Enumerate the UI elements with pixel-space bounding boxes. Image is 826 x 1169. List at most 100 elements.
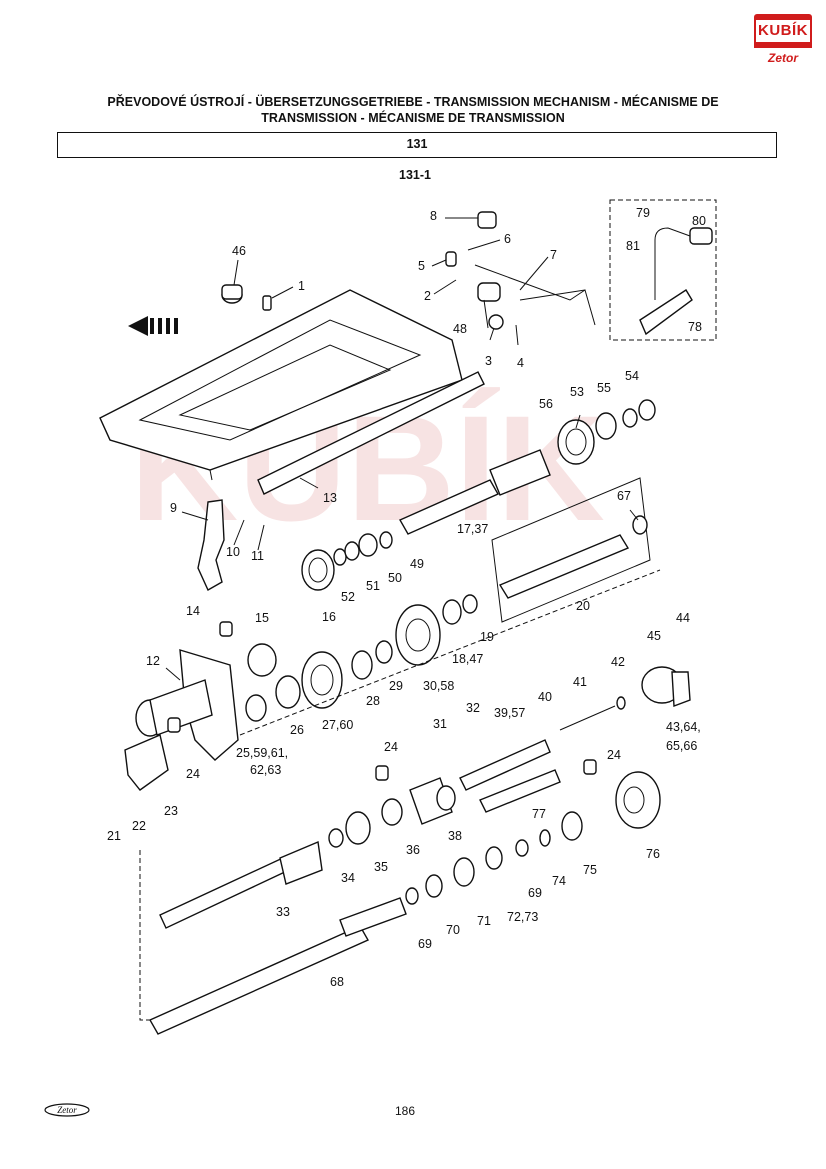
label-8: 8 bbox=[430, 209, 437, 223]
label-5: 5 bbox=[418, 259, 425, 273]
label-19: 19 bbox=[480, 630, 494, 644]
label-39-57: 39,57 bbox=[494, 706, 525, 720]
label-17-37: 17,37 bbox=[457, 522, 488, 536]
main-shaft-68 bbox=[149, 897, 407, 1035]
label-24-a: 24 bbox=[186, 767, 200, 781]
ring-69-b bbox=[405, 887, 419, 905]
input-shaft-33 bbox=[159, 841, 323, 929]
label-12: 12 bbox=[146, 654, 160, 668]
label-25-line1: 25,59,61, bbox=[236, 746, 288, 760]
label-24-c: 24 bbox=[607, 748, 621, 762]
label-79: 79 bbox=[636, 206, 650, 220]
title-line-2: TRANSMISSION - MÉCANISME DE TRANSMISSION bbox=[261, 111, 565, 125]
label-32: 32 bbox=[466, 701, 480, 715]
label-70: 70 bbox=[446, 923, 460, 937]
label-1: 1 bbox=[298, 279, 305, 293]
label-56: 56 bbox=[539, 397, 553, 411]
label-55: 55 bbox=[597, 381, 611, 395]
bearing-26 bbox=[275, 675, 301, 709]
label-6: 6 bbox=[504, 232, 511, 246]
label-2: 2 bbox=[424, 289, 431, 303]
label-74: 74 bbox=[552, 874, 566, 888]
bearing-35 bbox=[345, 811, 371, 845]
seal-15 bbox=[247, 643, 277, 677]
ring-74 bbox=[539, 829, 551, 847]
kubik-logo: KUBÍK Zetor bbox=[754, 14, 812, 68]
label-7: 7 bbox=[550, 248, 557, 262]
needle-bearing-28 bbox=[351, 650, 373, 680]
label-16: 16 bbox=[322, 610, 336, 624]
page-number: 186 bbox=[394, 1104, 416, 1118]
label-22: 22 bbox=[132, 819, 146, 833]
figure-number: 131-1 bbox=[399, 168, 431, 182]
ring bbox=[622, 408, 638, 428]
label-48: 48 bbox=[453, 322, 467, 336]
label-40: 40 bbox=[538, 690, 552, 704]
label-10: 10 bbox=[226, 545, 240, 559]
zetor-footer-logo: Zetor bbox=[44, 1103, 90, 1117]
label-69-a: 69 bbox=[528, 886, 542, 900]
flange-76 bbox=[615, 771, 661, 829]
section-number: 131 bbox=[57, 132, 777, 158]
bearing-housing bbox=[557, 419, 595, 465]
label-68: 68 bbox=[330, 975, 344, 989]
direction-arrow-icon bbox=[128, 316, 178, 336]
label-72-73: 72,73 bbox=[507, 910, 538, 924]
label-43-line1: 43,64, bbox=[666, 720, 701, 734]
ring-29 bbox=[375, 640, 393, 664]
label-46: 46 bbox=[232, 244, 246, 258]
housing-43 bbox=[641, 666, 691, 707]
shaft-group-box bbox=[491, 477, 651, 623]
label-44: 44 bbox=[676, 611, 690, 625]
label-54: 54 bbox=[625, 369, 639, 383]
gear-27-60 bbox=[301, 651, 343, 709]
cap-48 bbox=[477, 282, 501, 302]
sensor-24-c bbox=[583, 759, 597, 775]
ring-52 bbox=[333, 548, 347, 566]
ball-3 bbox=[488, 314, 504, 330]
label-27-60: 27,60 bbox=[322, 718, 353, 732]
ring-70 bbox=[425, 874, 443, 898]
logo-sub: Zetor bbox=[768, 51, 798, 65]
label-43-line2: 65,66 bbox=[666, 739, 697, 753]
label-69-b: 69 bbox=[418, 937, 432, 951]
label-31: 31 bbox=[433, 717, 447, 731]
selector-rod-7 bbox=[474, 264, 596, 326]
ring-49 bbox=[379, 531, 393, 549]
label-20: 20 bbox=[576, 599, 590, 613]
leader-lines bbox=[165, 217, 639, 681]
label-77: 77 bbox=[532, 807, 546, 821]
ring-18-47 bbox=[442, 599, 462, 625]
front-housing bbox=[135, 649, 239, 761]
label-67: 67 bbox=[617, 489, 631, 503]
label-35: 35 bbox=[374, 860, 388, 874]
label-25-line2: 62,63 bbox=[250, 763, 281, 777]
ring-25 bbox=[245, 694, 267, 722]
label-71: 71 bbox=[477, 914, 491, 928]
label-51: 51 bbox=[366, 579, 380, 593]
logo-name: KUBÍK bbox=[756, 20, 810, 42]
label-52: 52 bbox=[341, 590, 355, 604]
label-33: 33 bbox=[276, 905, 290, 919]
title-line-1: PŘEVODOVÉ ÚSTROJÍ - ÜBERSETZUNGSGETRIEBE… bbox=[107, 95, 719, 109]
label-42: 42 bbox=[611, 655, 625, 669]
bearing-75 bbox=[561, 811, 583, 841]
assembly-line bbox=[139, 850, 150, 1021]
label-30-58: 30,58 bbox=[423, 679, 454, 693]
label-23: 23 bbox=[164, 804, 178, 818]
label-78: 78 bbox=[688, 320, 702, 334]
sensor-24-b bbox=[375, 765, 389, 781]
label-49: 49 bbox=[410, 557, 424, 571]
label-75: 75 bbox=[583, 863, 597, 877]
sensor-24-a bbox=[167, 717, 181, 733]
bearing bbox=[595, 412, 617, 440]
shaft-39-57 bbox=[459, 739, 551, 791]
label-34: 34 bbox=[341, 871, 355, 885]
label-80: 80 bbox=[692, 214, 706, 228]
label-28: 28 bbox=[366, 694, 380, 708]
cap-8 bbox=[477, 211, 497, 229]
label-50: 50 bbox=[388, 571, 402, 585]
cap-46 bbox=[221, 284, 243, 304]
footer-logo-text: Zetor bbox=[57, 1105, 77, 1115]
